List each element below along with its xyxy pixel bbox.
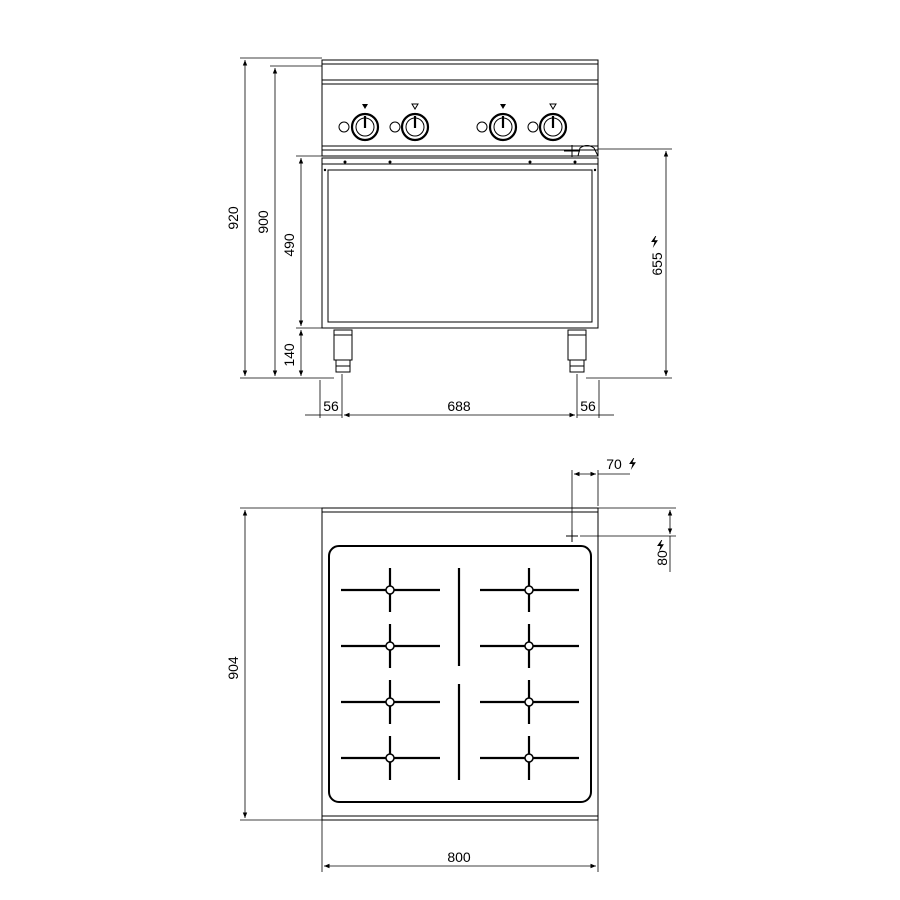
lightning-bolt-icon bbox=[651, 236, 658, 248]
dim-56-right-label: 56 bbox=[580, 398, 596, 414]
dimension-140: 140 bbox=[281, 330, 304, 376]
dimension-80: 80 bbox=[580, 507, 676, 572]
zone-left-2 bbox=[341, 624, 440, 668]
dimension-800: 800 bbox=[321, 820, 599, 872]
dim-70-label: 70 bbox=[606, 456, 622, 472]
dimension-70: 70 bbox=[571, 456, 636, 530]
zone-right-2 bbox=[480, 624, 579, 668]
control-panel bbox=[321, 59, 599, 157]
zone-right-3 bbox=[480, 680, 579, 724]
dimension-904: 904 bbox=[225, 507, 322, 821]
front-view: 920 900 490 140 655 bbox=[225, 57, 672, 418]
zone-right-1 bbox=[480, 568, 579, 612]
dim-655-label: 655 bbox=[649, 252, 665, 276]
dim-904-label: 904 bbox=[225, 656, 241, 680]
dimension-490: 490 bbox=[281, 155, 322, 329]
knob-4 bbox=[527, 103, 568, 142]
dim-140-label: 140 bbox=[281, 343, 297, 367]
dimension-900: 900 bbox=[255, 65, 322, 376]
dimension-920: 920 bbox=[225, 57, 334, 379]
electric-connection-point bbox=[564, 145, 599, 157]
zone-left-4 bbox=[341, 736, 440, 780]
knob-1 bbox=[338, 104, 380, 142]
cooking-surface bbox=[328, 545, 592, 803]
dim-490-label: 490 bbox=[281, 233, 297, 257]
top-view: 70 80 904 800 bbox=[225, 456, 676, 872]
knob-2 bbox=[389, 103, 430, 142]
dim-56-left-label: 56 bbox=[323, 398, 339, 414]
zone-right-4 bbox=[480, 736, 579, 780]
top-connection-marker bbox=[566, 530, 578, 542]
dimension-655: 655 bbox=[586, 148, 672, 379]
open-base-frame bbox=[321, 157, 599, 329]
dim-80-label: 80 bbox=[654, 550, 670, 566]
right-leg bbox=[567, 329, 587, 373]
dim-800-label: 800 bbox=[447, 849, 471, 865]
dim-900-label: 900 bbox=[255, 210, 271, 234]
left-leg bbox=[333, 329, 353, 373]
lightning-bolt-icon bbox=[657, 540, 664, 552]
zone-left-3 bbox=[341, 680, 440, 724]
dim-920-label: 920 bbox=[225, 206, 241, 230]
zone-left-1 bbox=[341, 568, 440, 612]
cooking-zones-right bbox=[480, 568, 579, 780]
dim-688-label: 688 bbox=[447, 398, 471, 414]
lightning-bolt-icon bbox=[629, 458, 636, 470]
knob-3 bbox=[476, 104, 518, 142]
cooking-zones-left bbox=[341, 568, 440, 780]
dimension-width-legs: 56 688 56 bbox=[305, 374, 614, 418]
